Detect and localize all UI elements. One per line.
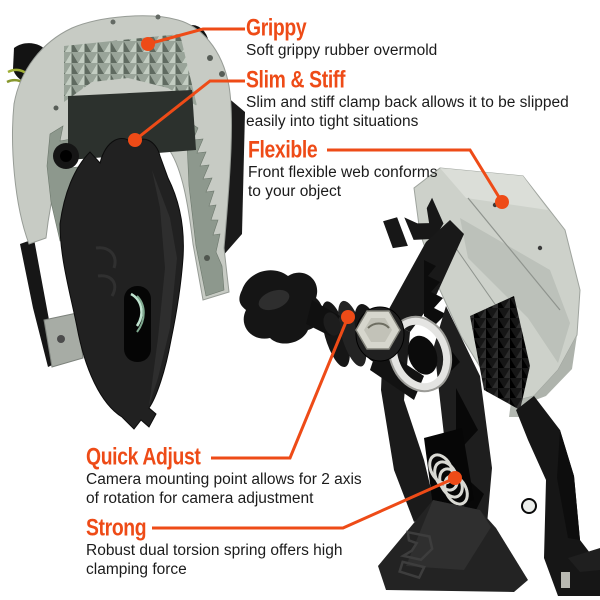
callout-slim-stiff-title: Slim & Stiff [246, 66, 346, 93]
hex-nut-mark [367, 322, 390, 329]
clamp-back-wedge [59, 138, 184, 430]
frame-screw-2 [155, 14, 161, 20]
slab-pin-1 [492, 202, 498, 208]
slab-facet-low [530, 335, 577, 402]
callout-slim-stiff-description: Slim and stiff clamp back allows it to b… [246, 94, 569, 130]
wedge-highlight [149, 170, 177, 406]
callout-quick-adjust-title: Quick Adjust [86, 443, 201, 470]
callout-strong-title: Strong [86, 514, 147, 541]
callout-grippy-title: Grippy [246, 14, 307, 41]
right-leg [516, 396, 600, 596]
front-jaw-arm [20, 239, 63, 367]
pivot-bolt-core [60, 150, 72, 162]
frame-screw-6 [204, 255, 210, 261]
product-photo-clamp-front-view [239, 167, 600, 596]
frame-screw-1 [110, 19, 116, 25]
wedge-emboss-1 [95, 246, 117, 269]
chrome-washer [387, 315, 453, 393]
bracket-screw [57, 335, 65, 343]
frame-screw-3 [207, 55, 213, 61]
product-photo-clamp-rear-view [6, 14, 245, 430]
callout-quick-adjust: Quick Adjust Camera mounting point allow… [86, 443, 362, 508]
slab-facet-mid [460, 218, 570, 363]
frame-screw-4 [219, 71, 225, 77]
leg-through-hole [521, 498, 537, 514]
slab-ridge-line [467, 197, 561, 311]
callout-slim-stiff: Slim & Stiff Slim and stiff clamp back a… [246, 66, 569, 131]
mount-knob [239, 270, 323, 344]
jaw-teeth [424, 260, 446, 324]
metal-pin [561, 572, 570, 588]
right-tooth-strip [185, 119, 225, 297]
rubber-pad-front [470, 296, 530, 410]
slab-pin-2 [537, 245, 543, 251]
callout-flexible-title: Flexible [248, 136, 318, 163]
wedge-emboss-2 [97, 274, 117, 297]
callout-grippy: Grippy Soft grippy rubber overmold [246, 14, 438, 60]
frame-screw-5 [53, 105, 59, 111]
brand-logo-mark [383, 197, 444, 249]
spring-glint-2 [136, 295, 145, 333]
spring-glint [130, 292, 143, 327]
knob-highlight [258, 289, 290, 311]
callout-strong: Strong Robust dual torsion spring offers… [86, 514, 343, 579]
right-leg-shade [557, 430, 580, 540]
foot-logo-emboss [398, 530, 434, 580]
callout-quick-adjust-description: Camera mounting point allows for 2 axis … [86, 471, 362, 507]
callout-strong-description: Robust dual torsion spring offers high c… [86, 542, 343, 578]
callout-flexible: Flexible Front flexible web conforms to … [248, 136, 438, 201]
callout-flexible-description: Front flexible web conforms to your obje… [248, 164, 438, 200]
callout-grippy-description: Soft grippy rubber overmold [246, 42, 438, 59]
leg-foot-right [568, 548, 600, 572]
grippy-rubber-pad [64, 34, 197, 106]
